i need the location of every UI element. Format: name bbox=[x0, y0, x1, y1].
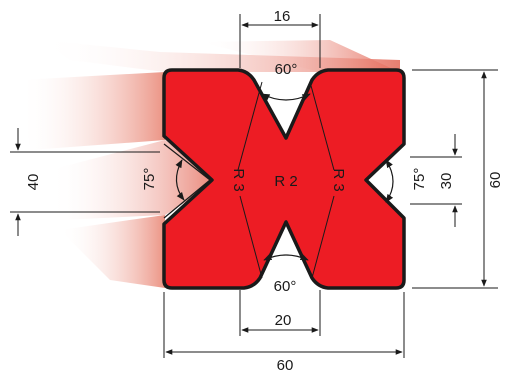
dim-overall-height-label: 60 bbox=[487, 172, 504, 189]
groove-flank-lines bbox=[163, 79, 405, 279]
left-angle-label: 75° bbox=[141, 168, 158, 191]
dim-left-groove bbox=[10, 128, 160, 236]
bottom-angle-label: 60° bbox=[274, 278, 297, 295]
left-angle-arc bbox=[175, 159, 185, 201]
angle-arcs bbox=[175, 93, 394, 261]
left-radius-label: R 3 bbox=[230, 168, 247, 191]
extrusion-lower-band bbox=[60, 215, 165, 288]
dim-overall-height bbox=[412, 69, 498, 289]
dim-overall-width bbox=[163, 292, 405, 358]
top-groove-right-flank bbox=[285, 79, 313, 139]
left-groove-upper-flank bbox=[163, 143, 211, 181]
dim-bottom-groove bbox=[239, 290, 321, 336]
die-profile bbox=[162, 68, 406, 290]
left-groove-lower-flank bbox=[163, 179, 211, 219]
bottom-groove-right-flank bbox=[285, 221, 313, 279]
right-angle-arc bbox=[385, 159, 394, 203]
dim-overall-width-label: 60 bbox=[277, 357, 294, 374]
radius-leaders bbox=[237, 81, 335, 279]
bottom-angle-arc bbox=[263, 253, 309, 261]
top-angle-label: 60° bbox=[275, 61, 298, 78]
right-radius-leader-lower bbox=[311, 195, 335, 279]
right-groove-upper-flank bbox=[365, 143, 405, 181]
center-radius-label: R 2 bbox=[274, 173, 297, 190]
right-angle-label: 75° bbox=[411, 168, 428, 191]
extrusion-upper-band bbox=[20, 72, 165, 150]
right-radius-label: R 3 bbox=[330, 168, 347, 191]
extrusion-right-top bbox=[200, 40, 395, 72]
dim-top-groove-label: 16 bbox=[274, 8, 291, 25]
left-radius-leader bbox=[237, 81, 263, 171]
left-radius-leader-lower bbox=[239, 195, 263, 279]
top-groove-left-flank bbox=[253, 79, 287, 139]
dim-left-groove-label: 40 bbox=[25, 174, 42, 191]
top-angle-arc bbox=[261, 93, 311, 101]
dim-right-groove-label: 30 bbox=[438, 173, 455, 190]
dim-right-groove bbox=[410, 134, 462, 227]
right-radius-leader bbox=[309, 81, 335, 171]
right-groove-lower-flank bbox=[365, 179, 405, 219]
dim-top-groove bbox=[239, 14, 321, 68]
dim-bottom-groove-label: 20 bbox=[275, 312, 292, 329]
bottom-groove-left-flank bbox=[259, 221, 287, 279]
